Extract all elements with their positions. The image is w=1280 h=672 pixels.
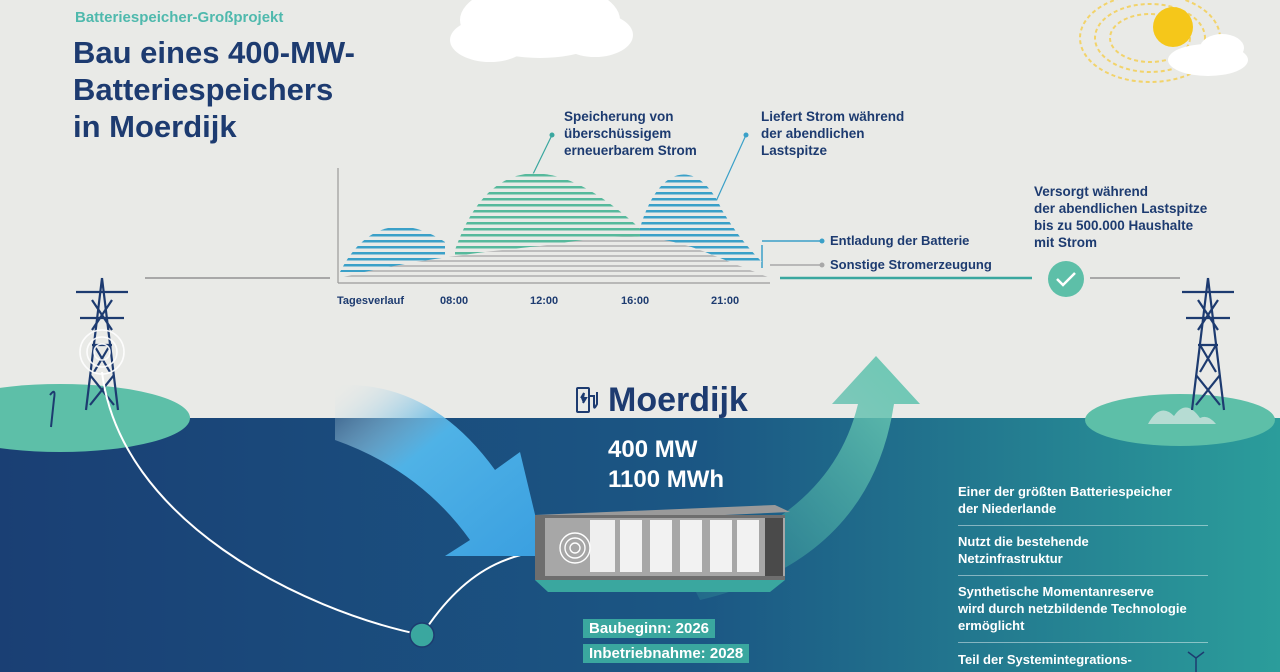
construction-start-badge: Baubeginn: 2026 xyxy=(583,619,716,638)
area-morning xyxy=(340,226,445,272)
cloud-icon xyxy=(450,0,633,62)
legend-discharge: Entladung der Batterie xyxy=(830,233,970,248)
checkmark-icon xyxy=(1048,261,1084,297)
battery-containers xyxy=(535,505,790,592)
x-tick-label: 21:00 xyxy=(711,295,740,307)
bush xyxy=(1148,407,1216,424)
fact-item: Einer der größten Batteriespeicher der N… xyxy=(958,484,1172,516)
power-rating: 400 MW xyxy=(608,436,698,463)
cloud-icon-small xyxy=(1168,34,1248,76)
power-pylon-icon-right xyxy=(1182,277,1234,411)
fact-item: Teil der Systemintegrations- xyxy=(958,652,1132,667)
x-tick-label: 08:00 xyxy=(440,295,469,307)
fact-divider xyxy=(958,575,1208,576)
kicker: Batteriespeicher-Großprojekt xyxy=(75,9,284,26)
fact-item: Synthetische Momentanreserve wird durch … xyxy=(958,584,1187,633)
area-evening-peak xyxy=(640,174,762,262)
page-title: Bau eines 400-MW- Batteriespeichers in M… xyxy=(73,35,355,144)
x-tick-label: 16:00 xyxy=(621,295,650,307)
fact-divider xyxy=(958,642,1208,643)
connection-node xyxy=(409,622,435,648)
x-tick-label: Tagesverlauf xyxy=(337,295,405,307)
annotation-storage: Speicherung von überschüssigem erneuerba… xyxy=(564,109,697,158)
commissioning-badge: Inbetriebnahme: 2028 xyxy=(583,644,750,663)
charging-station-icon xyxy=(576,387,598,413)
site-name: Moerdijk xyxy=(608,381,748,419)
annotation-evening: Liefert Strom während der abendlichen La… xyxy=(761,109,905,158)
annotation-households: Versorgt während der abendlichen Lastspi… xyxy=(1034,184,1208,250)
left-island xyxy=(0,384,190,452)
storage-capacity: 1100 MWh xyxy=(608,466,725,493)
power-pylon-icon xyxy=(76,277,128,411)
wind-turbine-icon xyxy=(1187,651,1205,672)
legend-other-generation: Sonstige Stromerzeugung xyxy=(830,257,992,272)
area-other-generation xyxy=(340,236,770,278)
x-tick-label: 12:00 xyxy=(530,295,559,307)
fact-divider xyxy=(958,525,1208,526)
fact-item: Nutzt die bestehende Netzinfrastruktur xyxy=(958,534,1089,566)
charging-arrow xyxy=(335,384,545,556)
